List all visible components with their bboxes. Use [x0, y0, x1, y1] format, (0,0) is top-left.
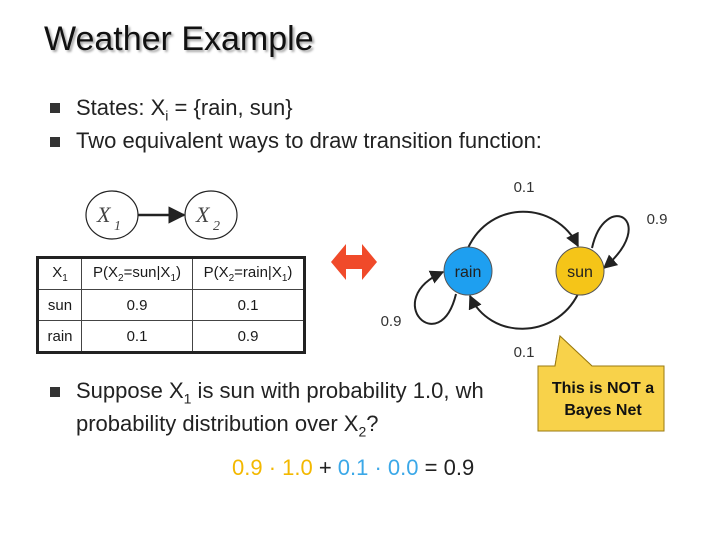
bayes-node-x2-letter: X	[195, 202, 211, 227]
edge-sun-self-loop	[591, 215, 630, 269]
table-header-cell: X1	[37, 257, 82, 290]
callout-note: This is NOT a Bayes Net	[551, 380, 655, 419]
table-cell: 0.9	[192, 320, 305, 353]
equivalence-arrow-icon	[331, 244, 377, 280]
table-cell: 0.1	[192, 289, 305, 321]
edge-label-rain-to-sun: 0.1	[514, 179, 535, 196]
probability-formula: 0.9 · 1.0 + 0.1 · 0.0 = 0.9	[232, 455, 474, 481]
bullet-suppose-line2: probability distribution over X2?	[76, 411, 379, 440]
formula-plus: +	[312, 455, 338, 480]
bullet-suppose-line1: Suppose X1 is sun with probability 1.0, …	[76, 378, 484, 407]
table-row: sun 0.9 0.1	[37, 289, 305, 321]
formula-term-1: 0.9 · 1.0	[232, 455, 313, 480]
state-sun-node	[555, 246, 605, 296]
bullet-states: States: Xi = {rain, sun}	[76, 95, 293, 124]
bullet-marker	[50, 387, 60, 397]
table-cell: 0.9	[81, 289, 193, 321]
edge-label-sun-to-rain: 0.1	[514, 344, 535, 361]
state-sun-label: sun	[567, 264, 593, 281]
edge-label-sun-self: 0.9	[647, 211, 668, 228]
table-cell: sun	[37, 289, 82, 321]
formula-result: 0.9	[443, 455, 475, 480]
state-rain-node	[443, 246, 493, 296]
bayes-node-x1	[85, 190, 139, 240]
edge-rain-to-sun	[467, 210, 579, 249]
transition-table: X1 P(X2=sun|X1) P(X2=rain|X1) sun 0.9 0.…	[36, 256, 306, 354]
bullet-transition: Two equivalent ways to draw transition f…	[76, 128, 542, 153]
state-rain-label: rain	[455, 264, 482, 281]
formula-equals: =	[418, 455, 444, 480]
bullet-suppose: Suppose X1 is sun with probability 1.0, …	[76, 378, 484, 445]
table-cell: rain	[37, 320, 82, 353]
table-header-cell: P(X2=sun|X1)	[81, 257, 193, 290]
bayes-node-x2-sub: 2	[213, 219, 220, 234]
table-header-row: X1 P(X2=sun|X1) P(X2=rain|X1)	[37, 257, 305, 290]
bullet-marker	[50, 103, 60, 113]
bayes-node-x2	[184, 190, 238, 240]
bullet-marker	[50, 137, 60, 147]
edge-rain-self-loop	[413, 270, 457, 325]
bayes-node-x1-sub: 1	[114, 219, 121, 234]
table-header-cell: P(X2=rain|X1)	[192, 257, 305, 290]
formula-term-2: 0.1 · 0.0	[337, 455, 419, 480]
edge-label-rain-self: 0.9	[381, 313, 402, 330]
table-row: rain 0.1 0.9	[37, 320, 305, 353]
edge-sun-to-rain	[468, 293, 579, 330]
bayes-node-x1-letter: X	[96, 202, 112, 227]
slide-title: Weather Example	[44, 20, 314, 58]
table-cell: 0.1	[81, 320, 193, 353]
